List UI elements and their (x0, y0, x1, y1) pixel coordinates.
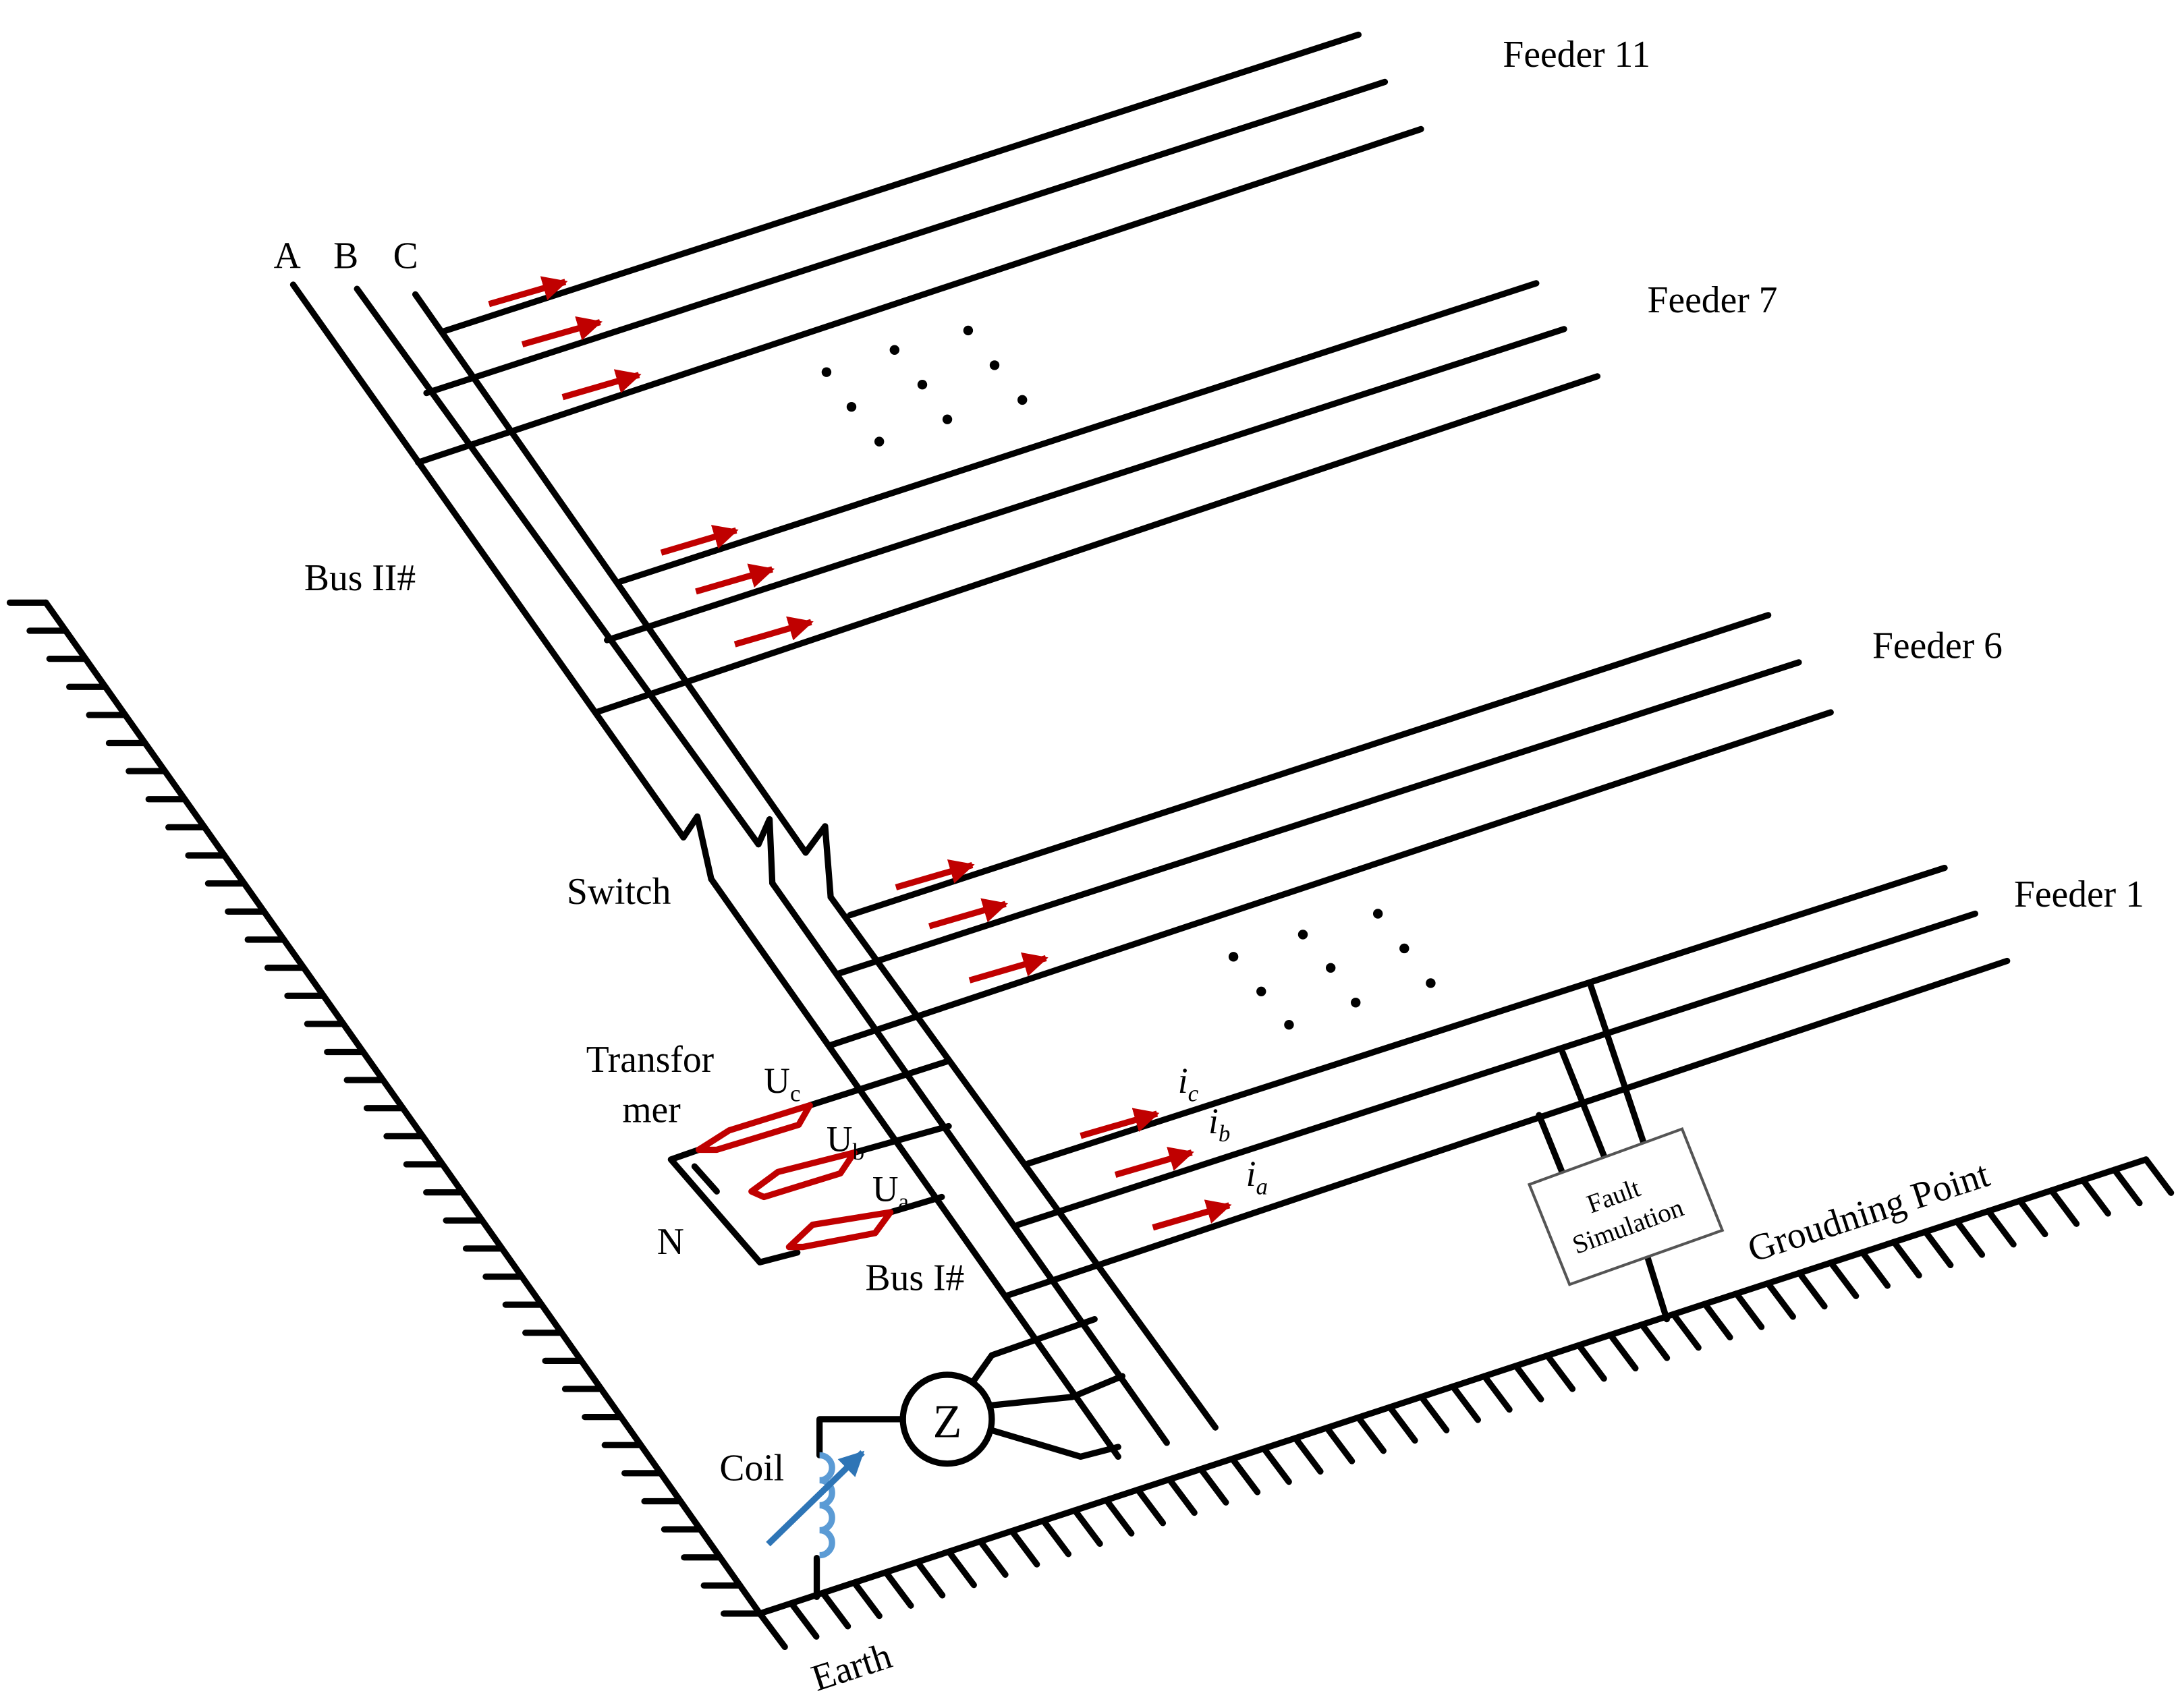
ground-hatch (2048, 1187, 2080, 1227)
ground-hatch (1638, 1321, 1671, 1361)
ground-hatch (1166, 1476, 1198, 1516)
switch-label: Switch (567, 871, 671, 913)
ground-hatch (2079, 1176, 2111, 1217)
ground-hatch (1828, 1259, 1860, 1299)
transformer-label-line1: Transfor (586, 1039, 715, 1081)
feeder-1-lines (1003, 864, 2011, 1299)
ground-hatch (1575, 1342, 1607, 1382)
ground-hatch (1702, 1301, 1733, 1341)
transformer-windings (695, 1102, 894, 1251)
ground-hatch (1387, 1404, 1418, 1444)
ground-hatch (851, 1579, 883, 1620)
feeder-11-current-arrows (488, 276, 642, 401)
ground-hatch (945, 1548, 977, 1589)
ground-hatch (1513, 1363, 1544, 1402)
ground-hatch (1292, 1435, 1324, 1475)
impedance-connections (965, 1315, 1126, 1460)
earth-label: Earth (806, 1634, 897, 1699)
ground-hatch (1418, 1394, 1450, 1433)
i-b-label: ib (1208, 1101, 1230, 1147)
bus-1-label: Bus I# (866, 1257, 965, 1299)
ground-hatch (1985, 1207, 2017, 1248)
ground-hatch (1355, 1414, 1387, 1454)
ground-hatch (1544, 1352, 1576, 1392)
ground-hatch (1733, 1290, 1765, 1330)
ground-hatch (1323, 1425, 1356, 1464)
ground-hatch (1670, 1311, 1702, 1351)
ground-hatch (819, 1589, 851, 1630)
feeder-6-lines (826, 612, 1834, 1049)
coil-label: Coil (719, 1447, 784, 1489)
i-c-label: ic (1178, 1060, 1199, 1106)
feeder-6-label: Feeder 6 (1872, 625, 2003, 667)
fault-simulation-taps (1536, 981, 1670, 1323)
u-c-label: Uc (764, 1060, 800, 1106)
fault-simulation-box: Fault Simulation (1527, 1127, 1725, 1286)
phase-b-label: B (333, 235, 358, 277)
feeder-7-current-arrows (660, 525, 814, 648)
ground-hatch (914, 1558, 946, 1599)
ground-hatch (1134, 1486, 1167, 1527)
transformer-taps (667, 1058, 952, 1265)
ground-hatch (756, 1610, 788, 1651)
bus-2-label: Bus II# (304, 557, 416, 599)
ground-hatch (883, 1569, 914, 1609)
ellipsis-dots-upper (821, 325, 1028, 447)
u-b-label: Ub (827, 1119, 864, 1165)
ground-hatch (1009, 1527, 1040, 1568)
ground-hatch (2142, 1156, 2175, 1196)
i-a-label: ia (1246, 1154, 1268, 1199)
ground-hatch (1103, 1497, 1135, 1537)
bus-1-conductors (708, 876, 1219, 1460)
feeder-7-label: Feeder 7 (1648, 279, 1778, 321)
ground-hatch (2017, 1197, 2048, 1238)
ground-hatch (2111, 1166, 2143, 1207)
ground-hatch (1891, 1239, 1922, 1279)
ground-hatch (1449, 1383, 1482, 1423)
ground-hatch (1859, 1249, 1891, 1289)
coil-icon (766, 1450, 865, 1559)
feeder-11-label: Feeder 11 (1503, 34, 1650, 76)
ground-hatch (1953, 1218, 1986, 1258)
impedance-z-label: Z (933, 1396, 962, 1448)
ground-hatch (1229, 1455, 1261, 1496)
ground-hatch (1481, 1373, 1513, 1413)
bus-switch (680, 813, 834, 901)
ground-hatch (1198, 1466, 1229, 1506)
coil-wiring (813, 1416, 906, 1600)
feeder-1-current-arrows (1080, 1108, 1232, 1231)
ground-hatch (1796, 1270, 1828, 1310)
ground-hatch (1260, 1445, 1292, 1485)
ground-hatch (1764, 1280, 1796, 1320)
feeder-1-label: Feeder 1 (2014, 874, 2144, 915)
ground-hatch (1922, 1228, 1954, 1269)
phase-a-label: A (274, 235, 301, 277)
feeder-11-lines (415, 31, 1424, 466)
ground-hatch (1607, 1332, 1639, 1371)
feeder-6-current-arrows (895, 859, 1049, 984)
ellipsis-dots-lower (1228, 909, 1436, 1030)
impedance-z: Z (899, 1371, 995, 1467)
earth-ground-bottom (756, 1156, 2175, 1651)
neutral-label: N (657, 1221, 684, 1263)
bus-2-conductors (289, 281, 809, 856)
ground-hatch (788, 1600, 820, 1640)
ground-hatch (977, 1538, 1009, 1578)
transformer-label-line2: mer (622, 1089, 681, 1131)
ground-hatch (1071, 1507, 1103, 1547)
phase-c-label: C (393, 235, 418, 277)
u-a-label: Ua (872, 1169, 910, 1215)
earth-ground-left (6, 599, 763, 1617)
ground-hatch (1040, 1517, 1072, 1558)
feeder-7-lines (592, 280, 1601, 716)
